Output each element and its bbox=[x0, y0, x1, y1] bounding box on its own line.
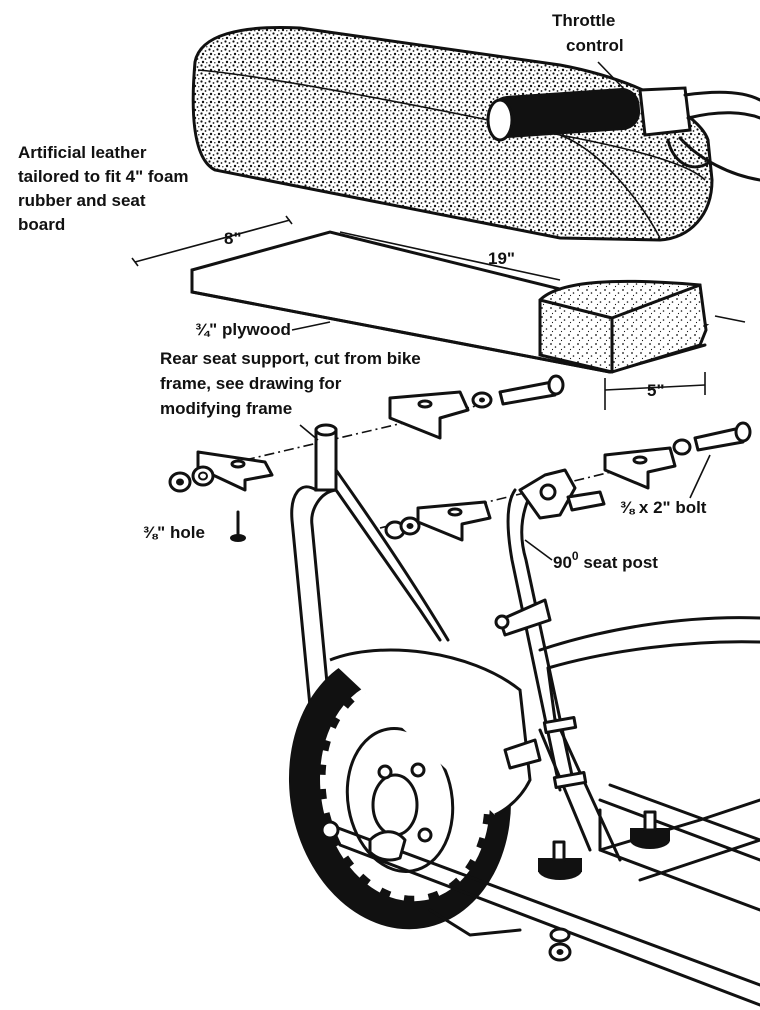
plywood-label: ¾" plywood bbox=[195, 320, 291, 339]
seat-post bbox=[494, 468, 606, 792]
hole-label: ⅜" hole bbox=[143, 523, 205, 542]
rear-wheel bbox=[288, 648, 542, 930]
dimension-lines bbox=[131, 215, 746, 410]
left-washers bbox=[168, 465, 215, 493]
dim-foam-depth: 5" bbox=[647, 381, 665, 400]
support-leader bbox=[299, 424, 319, 441]
leather-label-line1: Artificial leather bbox=[18, 143, 147, 162]
support-label-line1: Rear seat support, cut from bike bbox=[160, 349, 421, 368]
support-label-line2: frame, see drawing for bbox=[160, 374, 342, 393]
front-bolt bbox=[672, 421, 752, 456]
dim-board-width: 8" bbox=[224, 229, 242, 248]
front-left-washers bbox=[384, 516, 421, 540]
seat-post-degrees: 90 bbox=[553, 553, 572, 572]
rear-seat-support bbox=[290, 423, 450, 832]
front-bracket-right bbox=[603, 446, 677, 490]
throttle-leader bbox=[597, 61, 626, 91]
bolt-label: ⅜ x 2" bolt bbox=[620, 498, 707, 517]
rear-bracket-upper bbox=[388, 390, 470, 440]
seat-post-text: seat post bbox=[579, 553, 659, 572]
hole-marker bbox=[230, 510, 246, 542]
seat-post-leader bbox=[524, 539, 553, 561]
leather-label-line2: tailored to fit 4" foam bbox=[18, 167, 189, 186]
rubber-mounts bbox=[538, 810, 670, 880]
front-bracket-left bbox=[416, 500, 492, 542]
dim-board-length: 19" bbox=[488, 249, 515, 268]
leather-label-line3: rubber and seat bbox=[18, 191, 146, 210]
bolt-leader bbox=[689, 454, 711, 499]
bottom-nut bbox=[548, 927, 572, 962]
plywood-leader bbox=[291, 321, 331, 331]
handlebar-grip bbox=[486, 86, 760, 182]
bike-frame bbox=[538, 616, 760, 862]
upper-washers-bolt bbox=[471, 374, 565, 409]
seat-cushion bbox=[191, 26, 714, 242]
seat-post-label: 900 seat post bbox=[553, 549, 658, 572]
throttle-label-line1: Throttle bbox=[552, 11, 615, 30]
seat-post-degree-sup: 0 bbox=[572, 549, 579, 563]
leather-label-line4: board bbox=[18, 215, 65, 234]
throttle-label-line2: control bbox=[566, 36, 624, 55]
foam-block bbox=[538, 279, 708, 374]
support-label-line3: modifying frame bbox=[160, 399, 292, 418]
